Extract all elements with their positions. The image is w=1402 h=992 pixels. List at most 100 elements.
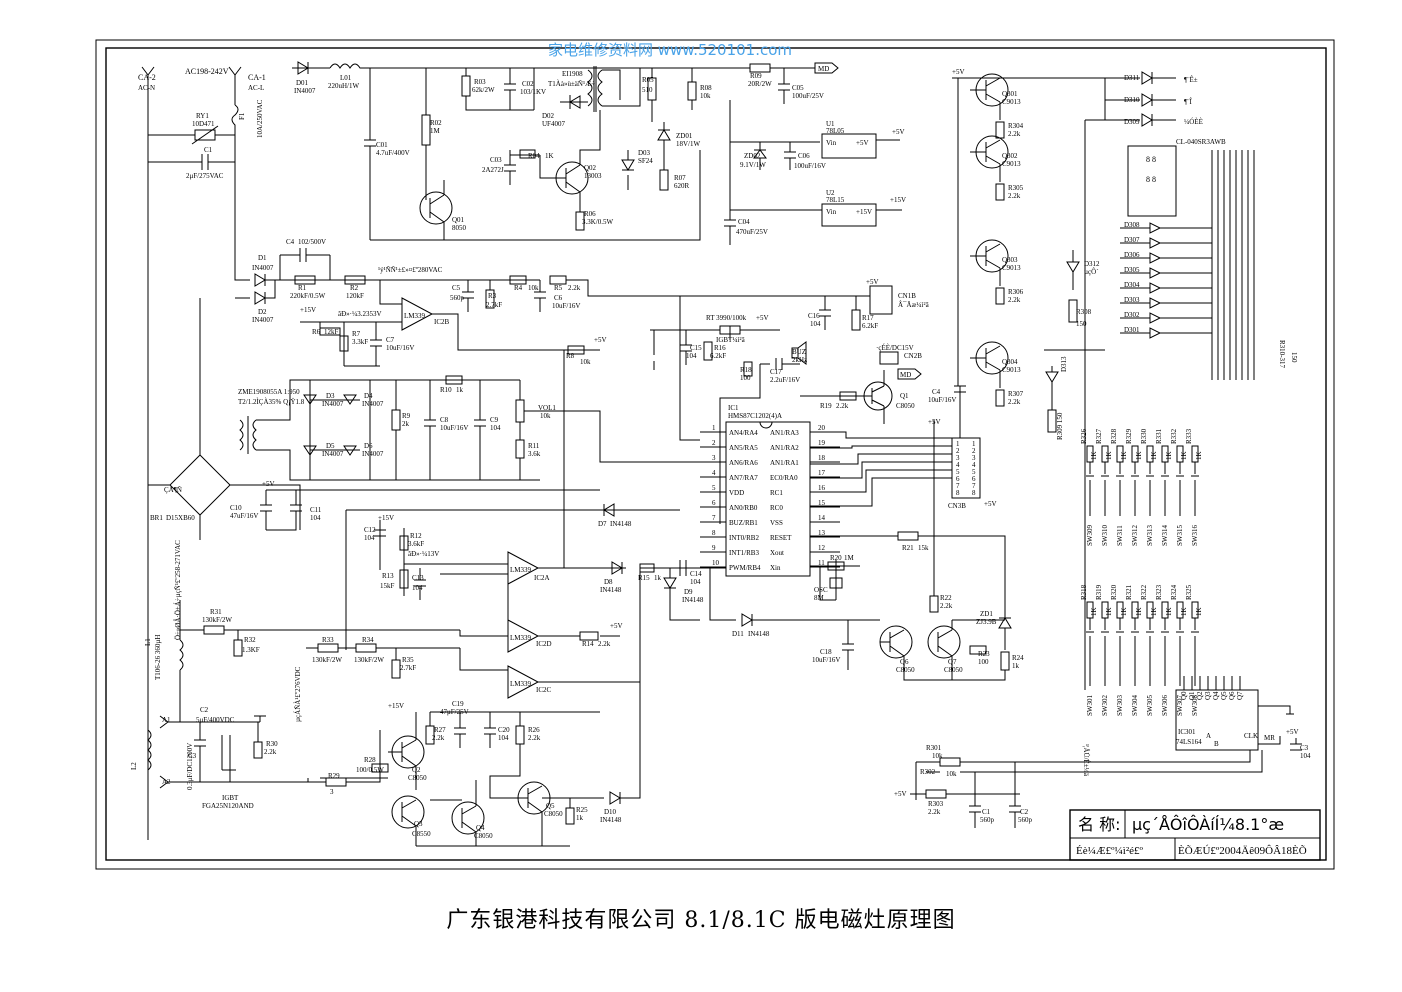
title-left-cell: Éè¼Æ£º¼ì²é£º bbox=[1076, 845, 1144, 857]
q3-label: Q3 bbox=[414, 820, 423, 828]
q5-label: Q5 bbox=[546, 802, 555, 810]
cn2b-label: CN2B bbox=[904, 352, 922, 360]
voltage-detect: D1 IN4007 D2 IN4007 C4 102/500V R1 220kF… bbox=[235, 238, 700, 441]
display-transistor-value: C9013 bbox=[1002, 98, 1021, 106]
d5-label: D5 bbox=[326, 442, 335, 450]
vol1-value: 10k bbox=[540, 412, 551, 420]
cn3b-pin-num: 2 bbox=[956, 447, 960, 455]
d01-value: IN4007 bbox=[294, 87, 316, 95]
r16-value: 6.2kF bbox=[710, 352, 726, 360]
d4-label: D4 bbox=[364, 392, 373, 400]
led-label: D306 bbox=[1124, 251, 1140, 259]
ic301-a: A bbox=[1206, 732, 1211, 740]
c02-label: C02 bbox=[522, 80, 534, 88]
r03-value: 62k/2W bbox=[472, 86, 495, 94]
mains-input: CA-2 AC-N AC198-242V CA-1 AC-L F1 10A/25… bbox=[138, 66, 266, 840]
cn1b-label: CN1B bbox=[898, 292, 916, 300]
d3-value: IN4007 bbox=[322, 400, 344, 408]
key-resistor-value: 1K bbox=[1105, 451, 1113, 460]
q4-label: Q4 bbox=[476, 824, 485, 832]
display-resistor-label: R307 bbox=[1008, 390, 1024, 398]
ic1-value: HMS87C1202(4)A bbox=[728, 412, 782, 420]
u2-label: U2 bbox=[826, 189, 835, 197]
d11-label: D11 bbox=[732, 630, 744, 638]
cn3b-pin-num: 5 bbox=[956, 468, 960, 476]
r26-value: 2.2k bbox=[528, 734, 541, 742]
key-switch-label: SW303 bbox=[1116, 695, 1124, 717]
r12-value: 3.6kF bbox=[408, 540, 424, 548]
key-resistor-label: R324 bbox=[1170, 584, 1178, 600]
d10-label: D10 bbox=[604, 808, 617, 816]
led-label: D307 bbox=[1124, 236, 1140, 244]
mcu-right-pin-name: AN1/RA1 bbox=[770, 459, 799, 467]
key-switch-label: SW307 bbox=[1176, 695, 1184, 717]
ry1-label: RY1 bbox=[196, 112, 209, 120]
d03-label: D03 bbox=[638, 149, 651, 157]
led-symbol bbox=[1149, 312, 1162, 324]
l2-label: L2 bbox=[130, 762, 138, 770]
c13-label: C13 bbox=[412, 574, 424, 582]
r22-label: R22 bbox=[940, 594, 952, 602]
r5-value: 2.2k bbox=[568, 284, 581, 292]
zme-label: ZME1908055A 1:950 bbox=[238, 388, 300, 396]
ic301-label: IC301 bbox=[1178, 728, 1196, 736]
u2-15v-rail: +15V bbox=[890, 196, 906, 204]
r25-value: 1k bbox=[576, 814, 584, 822]
r09-value: 20R/2W bbox=[748, 80, 772, 88]
current-transformer: ZME1908055A 1:950 T2/1.2ÌÇÀ35% Q¡Ÿ1.8 D3… bbox=[238, 375, 700, 481]
r24-label: R24 bbox=[1012, 654, 1024, 662]
c4-label: C4 bbox=[286, 238, 295, 246]
mcu-left-pin-name: AN4/RA4 bbox=[729, 429, 758, 437]
ic301-q-label: Q5 bbox=[1220, 691, 1228, 700]
ca1-label: CA-1 bbox=[248, 73, 266, 82]
r10-label: R10 bbox=[440, 386, 452, 394]
r30-label: R30 bbox=[266, 740, 278, 748]
keys-row2: R3181KSW301R3191KSW302R3201KSW303R3211KS… bbox=[1080, 584, 1203, 716]
display-transistor-label: Q304 bbox=[1002, 358, 1018, 366]
display-transistor-leads bbox=[970, 345, 1001, 388]
zd02-value: 9.1V/1W bbox=[740, 161, 766, 169]
r6-value: 12kF bbox=[324, 328, 339, 336]
mcu-left-pin-num: 2 bbox=[712, 439, 716, 447]
d2-value: IN4007 bbox=[252, 316, 274, 324]
c02-value: 103/1KV bbox=[520, 88, 546, 96]
ic2a-label: IC2A bbox=[534, 574, 550, 582]
l1-value: T106-26 360µH bbox=[154, 635, 162, 680]
cn3b-pin-num: 4 bbox=[956, 461, 960, 469]
d02-label: D02 bbox=[542, 112, 555, 120]
ic301-q-label: Q7 bbox=[1236, 691, 1244, 700]
key-switch-label: SW301 bbox=[1086, 695, 1094, 717]
cn3b-pin-num: 3 bbox=[956, 454, 960, 462]
c1-value: 2μF/275VAC bbox=[186, 172, 224, 180]
c7-value: 10uF/16V bbox=[386, 344, 414, 352]
c18-value: 10uF/16V bbox=[812, 656, 840, 664]
u1-value: 78L05 bbox=[826, 127, 845, 135]
r303-label: R303 bbox=[928, 800, 944, 808]
r301-value: 10k bbox=[932, 752, 943, 760]
r15-label: R15 bbox=[638, 574, 650, 582]
cn3b-pin-num: 7 bbox=[972, 482, 976, 490]
key-resistor-label: R330 bbox=[1140, 428, 1148, 444]
mcu-right-pin-name: Xin bbox=[770, 564, 781, 572]
zd01-value: 18V/1W bbox=[676, 140, 701, 148]
ic2c-type: LM339 bbox=[510, 680, 532, 688]
r31-value: 130kF/2W bbox=[202, 616, 232, 624]
d1-value: IN4007 bbox=[252, 264, 274, 272]
c12-label: C12 bbox=[364, 526, 376, 534]
r04-value: 1K bbox=[545, 152, 554, 160]
md-label: MD bbox=[818, 65, 829, 73]
key-resistor-value: 1K bbox=[1120, 451, 1128, 460]
ei1908-label: EI1908 bbox=[562, 70, 583, 78]
r3-value: 2.7kF bbox=[486, 301, 502, 309]
cn3b-pin-num: 8 bbox=[972, 489, 976, 497]
r07-label: R07 bbox=[674, 174, 686, 182]
d313-label: D313 bbox=[1060, 356, 1068, 372]
rt-label: RT 3990/100k bbox=[706, 314, 747, 322]
r303-value: 2.2k bbox=[928, 808, 941, 816]
q5-value: C8050 bbox=[544, 810, 563, 818]
led-symbol bbox=[1149, 327, 1162, 339]
r03-label: R03 bbox=[474, 78, 486, 86]
ic301-q-label: Q2 bbox=[1196, 691, 1204, 700]
key-switch bbox=[1116, 618, 1124, 686]
